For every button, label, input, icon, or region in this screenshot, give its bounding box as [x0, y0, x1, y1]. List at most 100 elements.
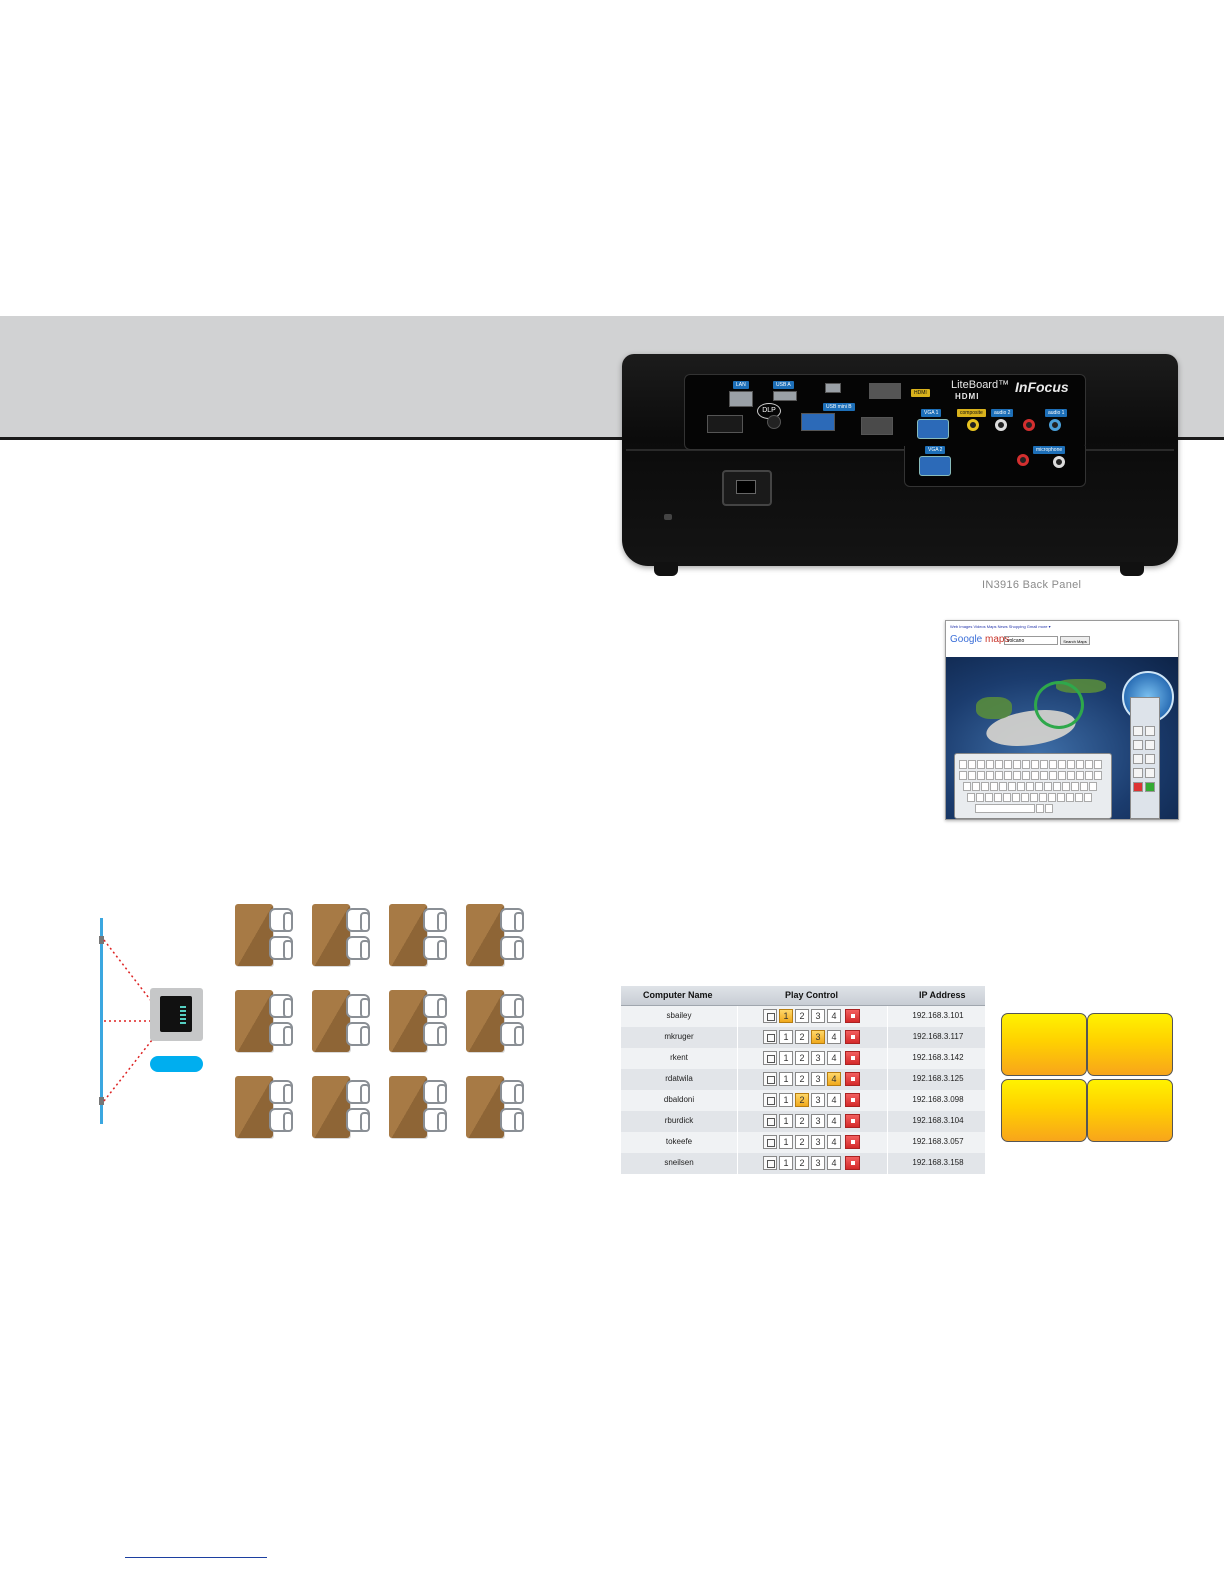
quadrant-2-button[interactable]: 2 [795, 1072, 809, 1086]
connector-panel: DLP LAN USB A USB mini B HDMI LiteBoard™… [684, 374, 1086, 450]
satellite-map [946, 657, 1178, 819]
keyboard-row [959, 771, 1102, 780]
monitor-out-port [861, 417, 893, 435]
projector-icon [150, 988, 203, 1041]
stop-icon[interactable] [845, 1156, 860, 1170]
quadrant-2-button[interactable]: 2 [795, 1156, 809, 1170]
quadrant-3-button[interactable]: 3 [811, 1156, 825, 1170]
quadrant-3-button[interactable]: 3 [811, 1030, 825, 1044]
projector-foot-left [654, 562, 678, 576]
stop-icon[interactable] [845, 1135, 860, 1149]
quadrant-2-button[interactable]: 2 [795, 1051, 809, 1065]
column-divider [737, 1111, 738, 1132]
quadrant-4-button[interactable]: 4 [827, 1030, 841, 1044]
keyboard-row [967, 793, 1092, 802]
stop-icon[interactable] [845, 1072, 860, 1086]
quadrant-3-button[interactable]: 3 [811, 1135, 825, 1149]
stop-icon[interactable] [845, 1009, 860, 1023]
quadrant-4-button[interactable]: 4 [827, 1009, 841, 1023]
keyboard-row [959, 760, 1102, 769]
line-tool-icon [1133, 740, 1143, 750]
quadrant-3-button[interactable]: 3 [811, 1009, 825, 1023]
fullscreen-icon[interactable] [763, 1093, 777, 1107]
desk-with-chairs [466, 1076, 526, 1138]
quadrant-4-button[interactable]: 4 [827, 1072, 841, 1086]
maps-logo-google: Google [950, 634, 983, 645]
vga1-label: VGA 1 [921, 409, 942, 417]
footer-rule [125, 1557, 267, 1558]
ip-address-cell: 192.168.3.057 [912, 1137, 964, 1146]
fullscreen-icon[interactable] [763, 1156, 777, 1170]
onscreen-keyboard [954, 753, 1112, 819]
ir-window [707, 415, 743, 433]
projection-screen [100, 918, 103, 1124]
fullscreen-icon[interactable] [763, 1051, 777, 1065]
maps-logo: Google maps [950, 634, 1009, 645]
back-panel-caption: IN3916 Back Panel [982, 579, 1082, 591]
quadrant-4-button[interactable]: 4 [827, 1156, 841, 1170]
quadrant-1-button[interactable]: 1 [779, 1156, 793, 1170]
vga2-label: VGA 2 [925, 446, 946, 454]
quadrant-3-button[interactable]: 3 [811, 1093, 825, 1107]
stop-icon[interactable] [845, 1093, 860, 1107]
maps-search-button: Search Maps [1060, 636, 1090, 645]
maps-nav-links: Web Images Videos Maps News Shopping Gma… [950, 624, 1051, 629]
serial-port [801, 413, 835, 431]
quadrant-3-button[interactable]: 3 [811, 1072, 825, 1086]
quadrant-4-button[interactable]: 4 [827, 1135, 841, 1149]
ip-address-cell: 192.168.3.142 [912, 1053, 964, 1062]
stop-icon[interactable] [845, 1051, 860, 1065]
fullscreen-icon[interactable] [763, 1114, 777, 1128]
quadrant-1-button[interactable]: 1 [779, 1009, 793, 1023]
column-divider [737, 1048, 738, 1069]
quadrant-2-button[interactable]: 2 [795, 1030, 809, 1044]
quadrant-2-button[interactable]: 2 [795, 1093, 809, 1107]
composite-label: composite [957, 409, 986, 417]
quadrant-3-button[interactable]: 3 [811, 1051, 825, 1065]
quadrant-2-button[interactable]: 2 [795, 1135, 809, 1149]
fullscreen-icon[interactable] [763, 1072, 777, 1086]
usb-a-port [773, 391, 797, 401]
quadrant-1-button[interactable]: 1 [779, 1114, 793, 1128]
fullscreen-icon[interactable] [763, 1009, 777, 1023]
computer-name-cell: rkent [670, 1053, 688, 1062]
quadrant-4-button[interactable]: 4 [827, 1051, 841, 1065]
quadrant-1-button[interactable]: 1 [779, 1093, 793, 1107]
projection-line-bottom [103, 1039, 153, 1102]
quadrant-1-button[interactable]: 1 [779, 1135, 793, 1149]
fullscreen-icon[interactable] [763, 1135, 777, 1149]
audio2-label: audio 2 [991, 409, 1014, 417]
screen-edge-marker [99, 1097, 104, 1105]
computer-name-cell: sbailey [666, 1011, 692, 1020]
fullscreen-icon[interactable] [763, 1030, 777, 1044]
red-color-icon [1133, 782, 1143, 792]
quadrant-1-button[interactable]: 1 [779, 1030, 793, 1044]
quad-tile-2 [1087, 1013, 1173, 1076]
stop-icon[interactable] [845, 1030, 860, 1044]
audio1-label: audio 1 [1045, 409, 1068, 417]
quadrant-1-button[interactable]: 1 [779, 1051, 793, 1065]
keyboard-row [963, 782, 1097, 791]
column-divider [737, 1027, 738, 1048]
quadrant-1-button[interactable]: 1 [779, 1072, 793, 1086]
audio1-jack [1049, 419, 1061, 431]
connector-panel-lower: VGA 2 microphone [904, 446, 1086, 487]
audio2-red-jack [1023, 419, 1035, 431]
quadrant-4-button[interactable]: 4 [827, 1093, 841, 1107]
quadrant-2-button[interactable]: 2 [795, 1009, 809, 1023]
quadrant-2-button[interactable]: 2 [795, 1114, 809, 1128]
stop-icon[interactable] [845, 1114, 860, 1128]
quadrant-3-button[interactable]: 3 [811, 1114, 825, 1128]
quadrant-4-button[interactable]: 4 [827, 1114, 841, 1128]
column-divider [737, 1132, 738, 1153]
